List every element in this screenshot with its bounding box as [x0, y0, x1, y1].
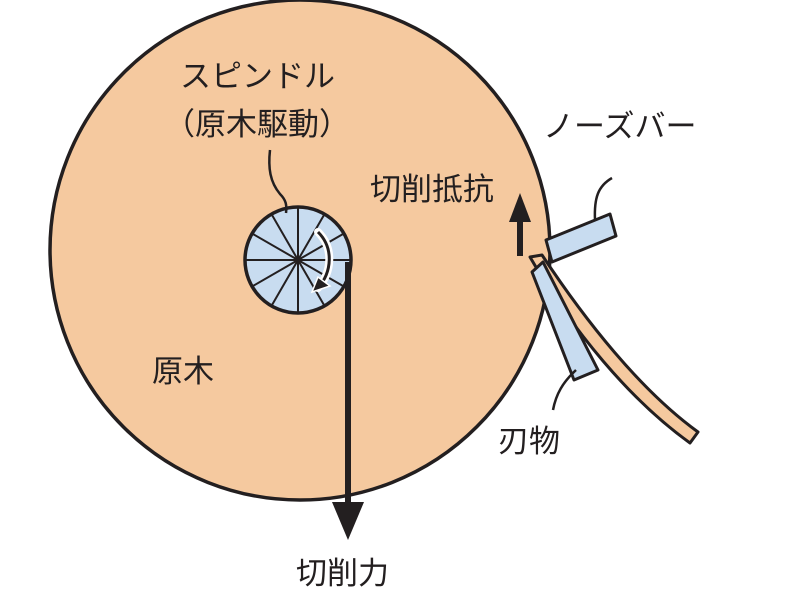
nose-bar-leader-line	[593, 176, 613, 221]
spindle-label: スピンドル	[180, 59, 335, 95]
spindle	[243, 205, 353, 315]
knife-blade	[530, 260, 600, 382]
knife-label: 刃物	[498, 424, 560, 460]
spindle-leader-line	[268, 149, 288, 214]
cutting-resistance-arrow	[509, 193, 531, 256]
spindle-sublabel: （原木駆動）	[164, 107, 350, 143]
rotation-arrow-icon	[310, 228, 334, 294]
cutting-resistance-label: 切削抵抗	[370, 172, 494, 208]
cutting-force-arrow	[332, 262, 364, 540]
cutting-force-label: 切削力	[296, 556, 389, 592]
knife-leader-line	[551, 369, 577, 411]
nose-bar	[544, 212, 618, 264]
nose-bar-label: ノーズバー	[543, 109, 696, 145]
log-label: 原木	[152, 354, 214, 390]
